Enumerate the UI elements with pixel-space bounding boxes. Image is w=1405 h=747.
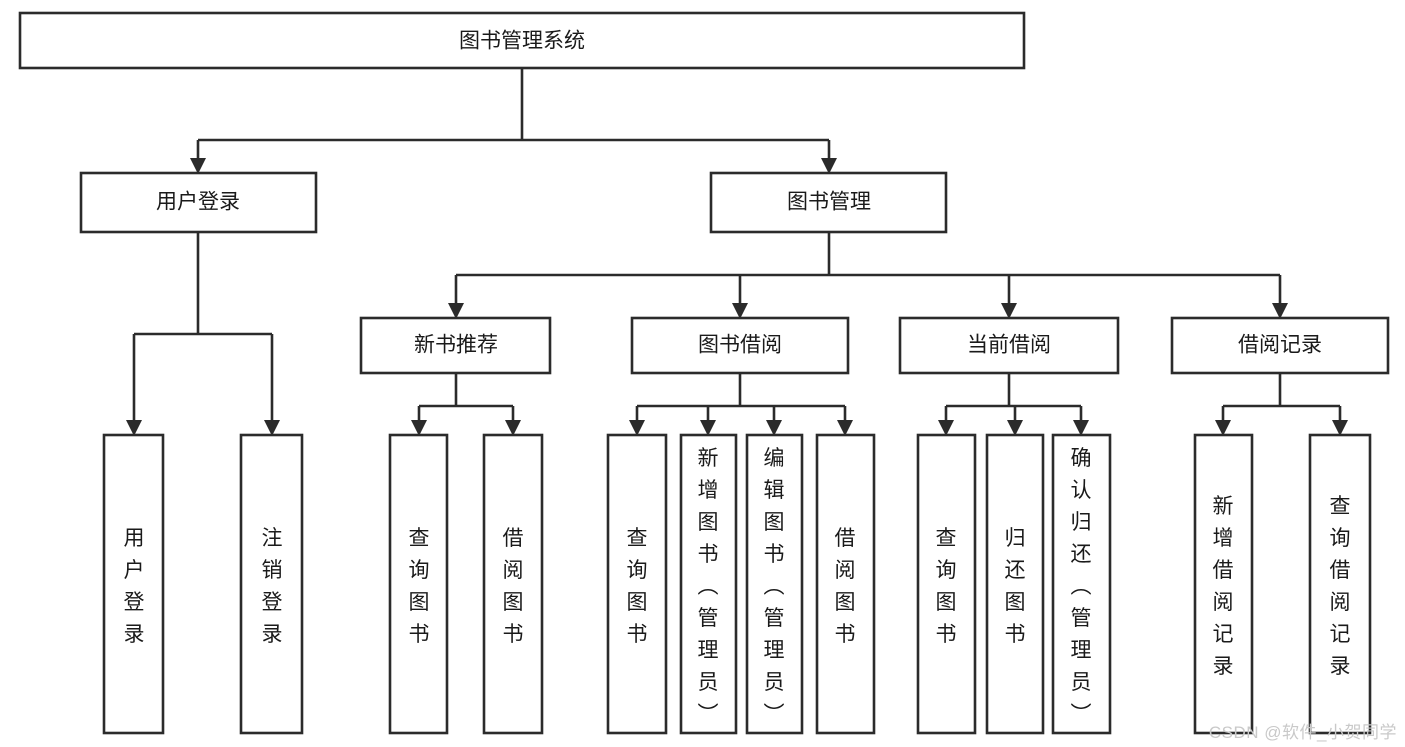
- arrow-head-icon: [448, 303, 464, 319]
- arrow-head-icon: [700, 420, 716, 436]
- node-borrow-record[interactable]: 借阅记录: [1170, 316, 1390, 375]
- leaf-label: 查询图书: [936, 527, 957, 646]
- leaf-box[interactable]: [745, 433, 804, 735]
- node-root-label: 图书管理系统: [459, 30, 585, 53]
- arrow-head-icon: [837, 420, 853, 436]
- node-root-box[interactable]: [18, 11, 1026, 70]
- node-book-management-label: 图书管理: [787, 191, 871, 214]
- leaf-node[interactable]: 查询图书: [916, 433, 977, 735]
- leaf-node[interactable]: 新增借阅记录: [1193, 433, 1254, 735]
- leaf-node[interactable]: 确认归还︵管理员︶: [1051, 433, 1112, 735]
- arrow-head-icon: [766, 420, 782, 436]
- arrow-head-icon: [1332, 420, 1348, 436]
- node-book-management-box[interactable]: [709, 171, 948, 234]
- connector-group-bookmgmt-children: [448, 232, 1288, 319]
- leaf-node[interactable]: 用户登录: [102, 433, 165, 735]
- connector-group-newbook-children: [411, 373, 521, 436]
- arrow-head-icon: [1073, 420, 1089, 436]
- leaf-label: 查询图书: [409, 527, 430, 646]
- leaf-label: 确认归还︵管理员︶: [1071, 447, 1092, 726]
- leaf-node[interactable]: 新增图书︵管理员︶: [679, 433, 738, 735]
- node-new-book-recommend[interactable]: 新书推荐: [359, 316, 552, 375]
- leaf-node[interactable]: 查询借阅记录: [1308, 433, 1372, 735]
- leaf-label: 用户登录: [124, 527, 145, 646]
- leaf-label: 新增图书︵管理员︶: [698, 447, 719, 726]
- arrow-head-icon: [1001, 303, 1017, 319]
- leaf-box[interactable]: [1051, 433, 1112, 735]
- leaf-label: 查询图书: [627, 527, 648, 646]
- connector-group-login-children: [126, 232, 280, 436]
- arrow-head-icon: [264, 420, 280, 436]
- arrow-head-icon: [1215, 420, 1231, 436]
- leaf-box[interactable]: [815, 433, 876, 735]
- leaf-box[interactable]: [388, 433, 449, 735]
- arrow-head-icon: [126, 420, 142, 436]
- node-current-borrow-label: 当前借阅: [967, 334, 1051, 357]
- connector-group-root: [190, 68, 837, 174]
- arrow-head-icon: [411, 420, 427, 436]
- node-book-management[interactable]: 图书管理: [709, 171, 948, 234]
- arrow-head-icon: [732, 303, 748, 319]
- leaf-box[interactable]: [1193, 433, 1254, 735]
- arrow-head-icon: [821, 158, 837, 174]
- leaf-label: 注销登录: [262, 527, 283, 646]
- node-book-borrow-label: 图书借阅: [698, 334, 782, 357]
- leaf-node[interactable]: 查询图书: [388, 433, 449, 735]
- leaf-node[interactable]: 借阅图书: [815, 433, 876, 735]
- leaf-label: 查询借阅记录: [1330, 495, 1351, 678]
- connector-group-current-children: [938, 373, 1089, 436]
- arrow-head-icon: [505, 420, 521, 436]
- leaf-box[interactable]: [606, 433, 668, 735]
- node-user-login-box[interactable]: [79, 171, 318, 234]
- leaf-label: 新增借阅记录: [1213, 495, 1234, 678]
- watermark-text: CSDN @软件_小贺同学: [1208, 723, 1397, 742]
- node-user-login[interactable]: 用户登录: [79, 171, 318, 234]
- leaf-node[interactable]: 归还图书: [985, 433, 1045, 735]
- leaf-label: 借阅图书: [835, 527, 856, 646]
- leaf-label: 编辑图书︵管理员︶: [764, 447, 785, 726]
- leaf-box[interactable]: [482, 433, 544, 735]
- leaf-box[interactable]: [102, 433, 165, 735]
- node-book-borrow[interactable]: 图书借阅: [630, 316, 850, 375]
- leaf-box[interactable]: [239, 433, 304, 735]
- leaf-node[interactable]: 编辑图书︵管理员︶: [745, 433, 804, 735]
- leaf-node[interactable]: 查询图书: [606, 433, 668, 735]
- connector-group-record-children: [1215, 373, 1348, 436]
- node-root[interactable]: 图书管理系统: [18, 11, 1026, 70]
- arrow-head-icon: [938, 420, 954, 436]
- connector-group-borrow-children: [629, 373, 853, 436]
- node-new-book-recommend-label: 新书推荐: [414, 334, 498, 357]
- arrow-head-icon: [190, 158, 206, 174]
- leaf-node[interactable]: 借阅图书: [482, 433, 544, 735]
- node-borrow-record-label: 借阅记录: [1238, 334, 1322, 357]
- node-borrow-record-box[interactable]: [1170, 316, 1390, 375]
- node-new-book-recommend-box[interactable]: [359, 316, 552, 375]
- node-current-borrow[interactable]: 当前借阅: [898, 316, 1120, 375]
- leaf-label: 借阅图书: [503, 527, 524, 646]
- leaf-box[interactable]: [1308, 433, 1372, 735]
- leaf-node[interactable]: 注销登录: [239, 433, 304, 735]
- arrow-head-icon: [1007, 420, 1023, 436]
- node-user-login-label: 用户登录: [156, 191, 240, 214]
- node-book-borrow-box[interactable]: [630, 316, 850, 375]
- node-current-borrow-box[interactable]: [898, 316, 1120, 375]
- arrow-head-icon: [629, 420, 645, 436]
- leaf-label: 归还图书: [1005, 527, 1026, 646]
- leaf-box[interactable]: [985, 433, 1045, 735]
- leaf-box[interactable]: [679, 433, 738, 735]
- leaf-box[interactable]: [916, 433, 977, 735]
- arrow-head-icon: [1272, 303, 1288, 319]
